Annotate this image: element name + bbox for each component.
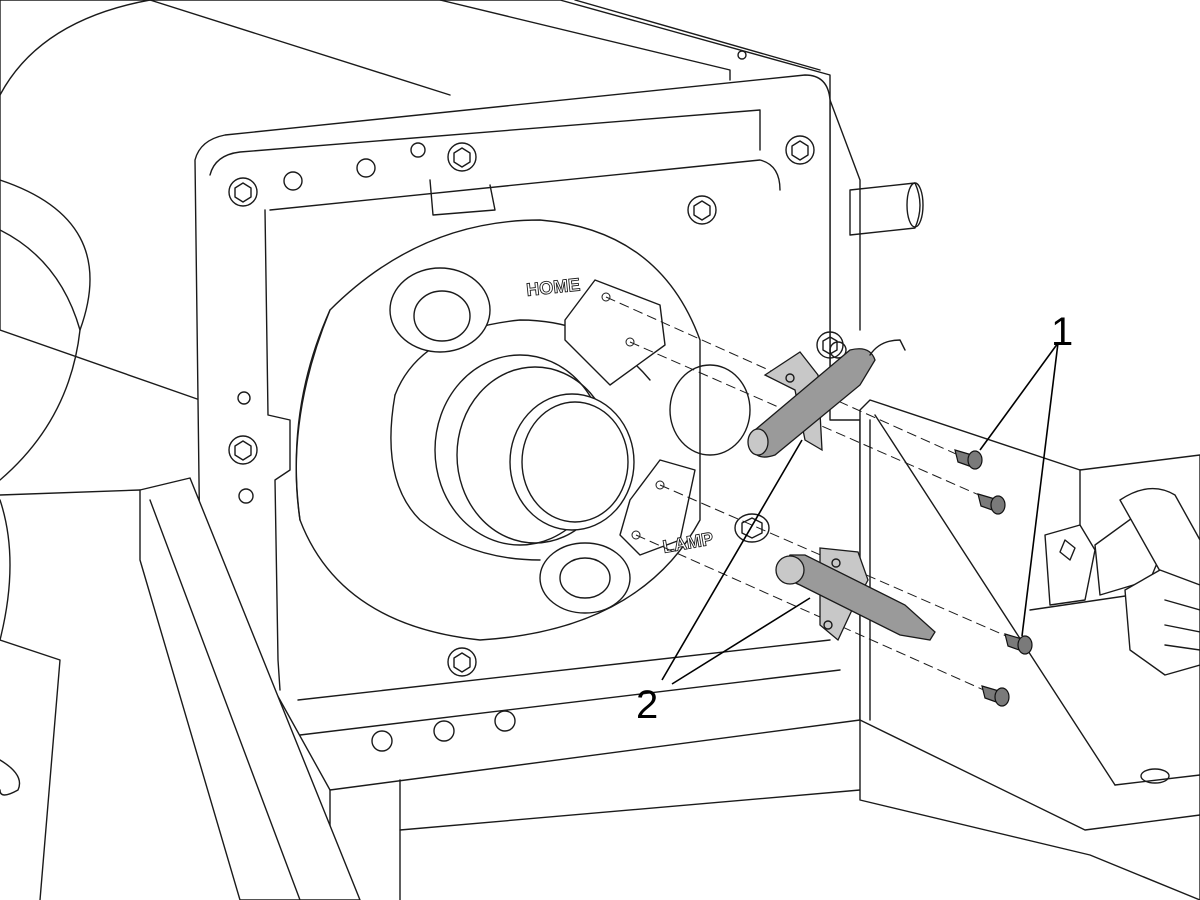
hex-bolt-icon xyxy=(447,142,477,172)
clamp-proximity-switch xyxy=(775,547,936,642)
callout-2-leaders xyxy=(661,439,811,685)
clamp-trip-dog xyxy=(619,459,696,556)
hex-bolt-icon xyxy=(228,177,258,207)
hex-bolt-icon xyxy=(816,331,844,359)
callout-2: 2 xyxy=(636,683,658,727)
callout-1-leaders xyxy=(979,342,1059,637)
plate-bolts xyxy=(228,135,844,677)
hex-bolt-icon xyxy=(447,647,477,677)
hex-bolt-icon xyxy=(687,195,717,225)
air-valve xyxy=(1044,487,1200,676)
screws xyxy=(954,449,1033,707)
output-shaft xyxy=(829,99,924,331)
home-proximity-switch xyxy=(747,339,906,458)
socket-head-screw-icon xyxy=(981,685,1010,707)
home-trip-dog xyxy=(564,279,666,386)
hex-bolt-icon xyxy=(785,135,815,165)
home-label: HOME xyxy=(525,274,581,300)
callout-1: 1 xyxy=(1051,310,1073,354)
socket-head-screw-icon xyxy=(1004,633,1033,655)
pipe-plug xyxy=(734,513,770,543)
support-leg xyxy=(0,477,361,900)
hex-bolt-icon xyxy=(228,435,258,465)
socket-head-screw-icon xyxy=(954,449,983,470)
socket-head-screw-icon xyxy=(977,493,1006,515)
